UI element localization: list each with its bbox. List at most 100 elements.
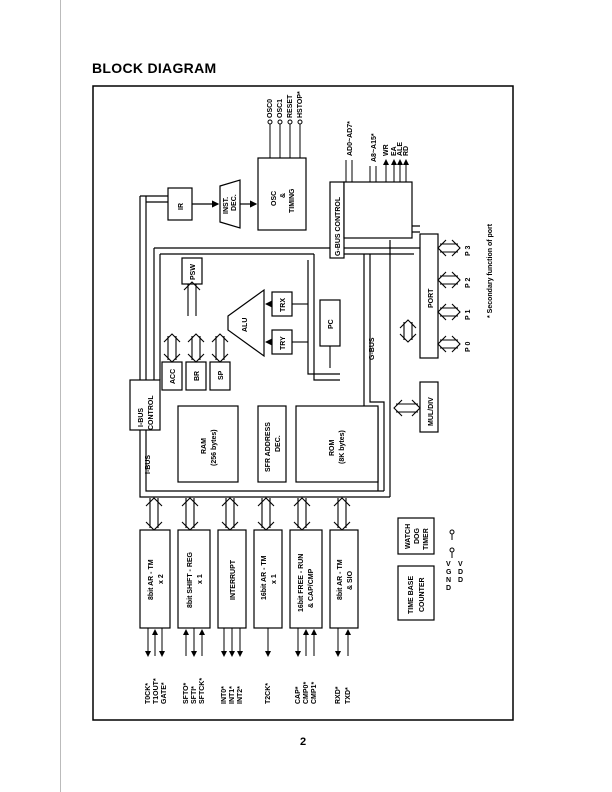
t1out-label: T1OUT* [153, 678, 160, 704]
svg-text:OSC: OSC [271, 191, 278, 206]
int0-label: INT0* [221, 686, 228, 704]
sfti-label: SFTI* [191, 686, 198, 704]
svg-text:ACC: ACC [170, 369, 177, 384]
svg-text:SFR ADDRESS: SFR ADDRESS [265, 422, 272, 472]
svg-text:INST.: INST. [223, 197, 230, 214]
diagram-frame [92, 85, 514, 721]
bus-lines [139, 195, 420, 498]
svg-text:SP: SP [218, 370, 225, 380]
svg-text:& CAP/CMP: & CAP/CMP [308, 568, 315, 608]
svg-text:CONTROL: CONTROL [148, 395, 155, 430]
svg-text:& SIO: & SIO [347, 570, 354, 590]
vss-n: N [446, 577, 451, 584]
sftck-label: SFTCK* [199, 678, 206, 704]
page-title: BLOCK DIAGRAM [92, 60, 217, 76]
port-p0-label: P 0 [465, 342, 472, 352]
svg-text:ROM: ROM [329, 440, 336, 457]
power-pins [449, 529, 455, 558]
svg-text:WATCH: WATCH [405, 524, 412, 549]
ad-bus-label: AD0~AD7* [347, 121, 354, 156]
port-arrows [437, 239, 461, 353]
svg-text:TIMER: TIMER [423, 528, 430, 550]
peripheral-bus-arrows [145, 497, 351, 531]
cap-label: CAP* [295, 686, 302, 704]
svg-text:TRX: TRX [280, 298, 287, 312]
svg-text:8bit AR - TM: 8bit AR - TM [337, 559, 344, 600]
bottom-signal-lines [145, 628, 351, 657]
footnote: * Secondary function of port [487, 223, 494, 318]
svg-text:RAM: RAM [201, 438, 208, 454]
svg-text:&: & [280, 193, 287, 198]
svg-text:DOG: DOG [414, 528, 421, 545]
hstop-label: HSTOP* [297, 91, 304, 118]
svg-text:TIME BASE: TIME BASE [408, 576, 415, 614]
ar-tm-16-block: 16bit AR - TM x 1 [253, 529, 283, 629]
rom-block: ROM (8K bytes) [295, 405, 379, 483]
shift-reg-block: 8bit SHIFT - REG x 1 [177, 529, 211, 629]
svg-text:8bit SHIFT - REG: 8bit SHIFT - REG [187, 551, 194, 608]
svg-text:(256 bytes): (256 bytes) [211, 429, 218, 466]
gate-label: GATE* [161, 682, 168, 704]
svg-text:INTERRUPT: INTERRUPT [230, 559, 237, 600]
svg-text:MUL/DIV: MUL/DIV [428, 397, 435, 426]
register-bus-arrows [163, 333, 229, 363]
ale-label: ALE [397, 142, 404, 156]
ram-block: RAM (256 bytes) [177, 405, 239, 483]
port-p1-label: P 1 [465, 310, 472, 320]
interrupt-block: INTERRUPT [217, 529, 247, 629]
osc-signal-lines [269, 122, 301, 158]
a-bus-label: A8~A15* [371, 133, 378, 162]
txd-label: TXD* [345, 687, 352, 704]
vdd-d2: D [458, 577, 463, 584]
svg-text:PC: PC [328, 319, 335, 329]
watchdog-timer-block: WATCH DOG TIMER [397, 517, 435, 555]
gbus-control-block: G-BUS CONTROL [329, 181, 345, 259]
trx-block: TRX [271, 291, 293, 317]
psw-block: PSW [181, 257, 203, 285]
svg-text:IR: IR [178, 203, 185, 210]
svg-text:(8K bytes): (8K bytes) [339, 430, 346, 464]
svg-text:DEC.: DEC. [275, 435, 282, 452]
t2ck-label: T2CK* [265, 683, 272, 704]
osc0-label: OSC0 [267, 99, 274, 118]
ea-label: EA [391, 146, 398, 156]
time-base-counter-block: TIME BASE COUNTER [397, 565, 435, 621]
osc-timing-block: OSC & TIMING [257, 157, 307, 231]
svg-text:TIMING: TIMING [289, 188, 296, 213]
sfr-address-dec-block: SFR ADDRESS DEC. [257, 405, 287, 483]
svg-text:TRY: TRY [280, 336, 287, 350]
reset-label: RESET [287, 94, 294, 118]
int1-label: INT1* [229, 686, 236, 704]
try-block: TRY [271, 329, 293, 355]
vdd-v: V [458, 561, 463, 568]
svg-text:x 1: x 1 [271, 574, 278, 584]
svg-text:16bit AR - TM: 16bit AR - TM [261, 555, 268, 600]
wr-label: WR [383, 144, 390, 156]
svg-text:I-BUS: I-BUS [138, 408, 145, 427]
port-block: PORT [419, 233, 439, 359]
vss-g: G [446, 569, 452, 576]
page-number: 2 [300, 736, 307, 748]
pc-block: PC [319, 299, 341, 347]
cmp0-label: CMP0* [303, 682, 310, 704]
svg-text:COUNTER: COUNTER [419, 577, 426, 612]
rxd-label: RXD* [335, 686, 342, 704]
sp-block: SP [209, 361, 231, 391]
ir-block: IR [167, 187, 193, 221]
int2-label: INT2* [237, 686, 244, 704]
osc1-label: OSC1 [277, 99, 284, 118]
gbus-control-extension [343, 181, 413, 239]
alu-block: ALU [227, 288, 265, 358]
free-run-block: 16bit FREE - RUN & CAP/CMP [289, 529, 323, 629]
ibus-control-block: I-BUS CONTROL [129, 379, 161, 431]
port-p2-label: P 2 [465, 278, 472, 288]
mul-div-block: MUL/DIV [419, 381, 439, 433]
address-signal-lines [345, 159, 409, 182]
sfto-label: SFTO* [183, 682, 190, 704]
rd-label: RD [403, 146, 410, 156]
svg-text:BR: BR [194, 371, 201, 381]
inst-dec-block: INST. DEC. [219, 179, 241, 229]
svg-text:x 1: x 1 [197, 574, 204, 584]
br-block: BR [185, 361, 207, 391]
t0ck-label: T0CK* [145, 683, 152, 704]
